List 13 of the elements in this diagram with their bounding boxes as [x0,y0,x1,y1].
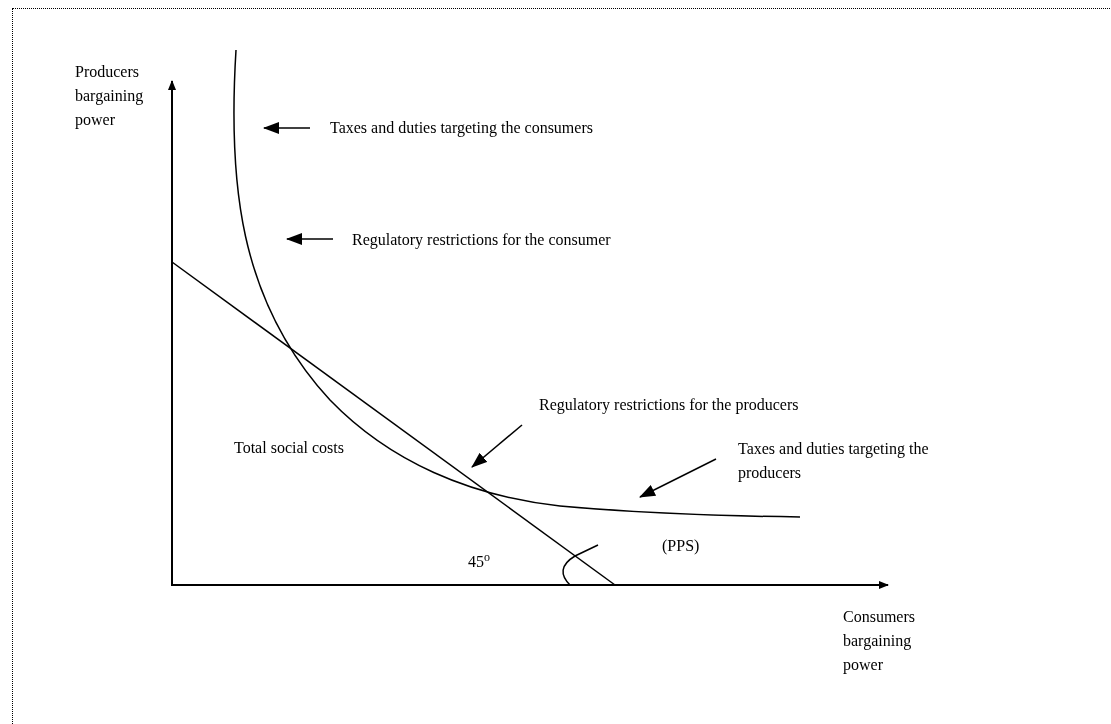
callout-text: Regulatory restrictions for the consumer [333,228,663,252]
callout-text: Taxes and duties targeting the producers [716,437,978,485]
axis-label: Consumers bargaining power [843,607,916,676]
arrow [263,122,311,134]
axis-label: 45$^{o}$ [468,550,491,572]
arrow [639,458,717,498]
axis-label: Total social costs [234,438,345,458]
callout-text: Taxes and duties targeting the consumers [310,116,640,140]
axis-label: Producers bargaining power [75,62,145,131]
callout-text: Regulatory restrictions for the producers [522,393,842,425]
arrow [471,424,523,468]
axis-label: (PPS) [662,536,701,557]
arrow [286,233,334,245]
